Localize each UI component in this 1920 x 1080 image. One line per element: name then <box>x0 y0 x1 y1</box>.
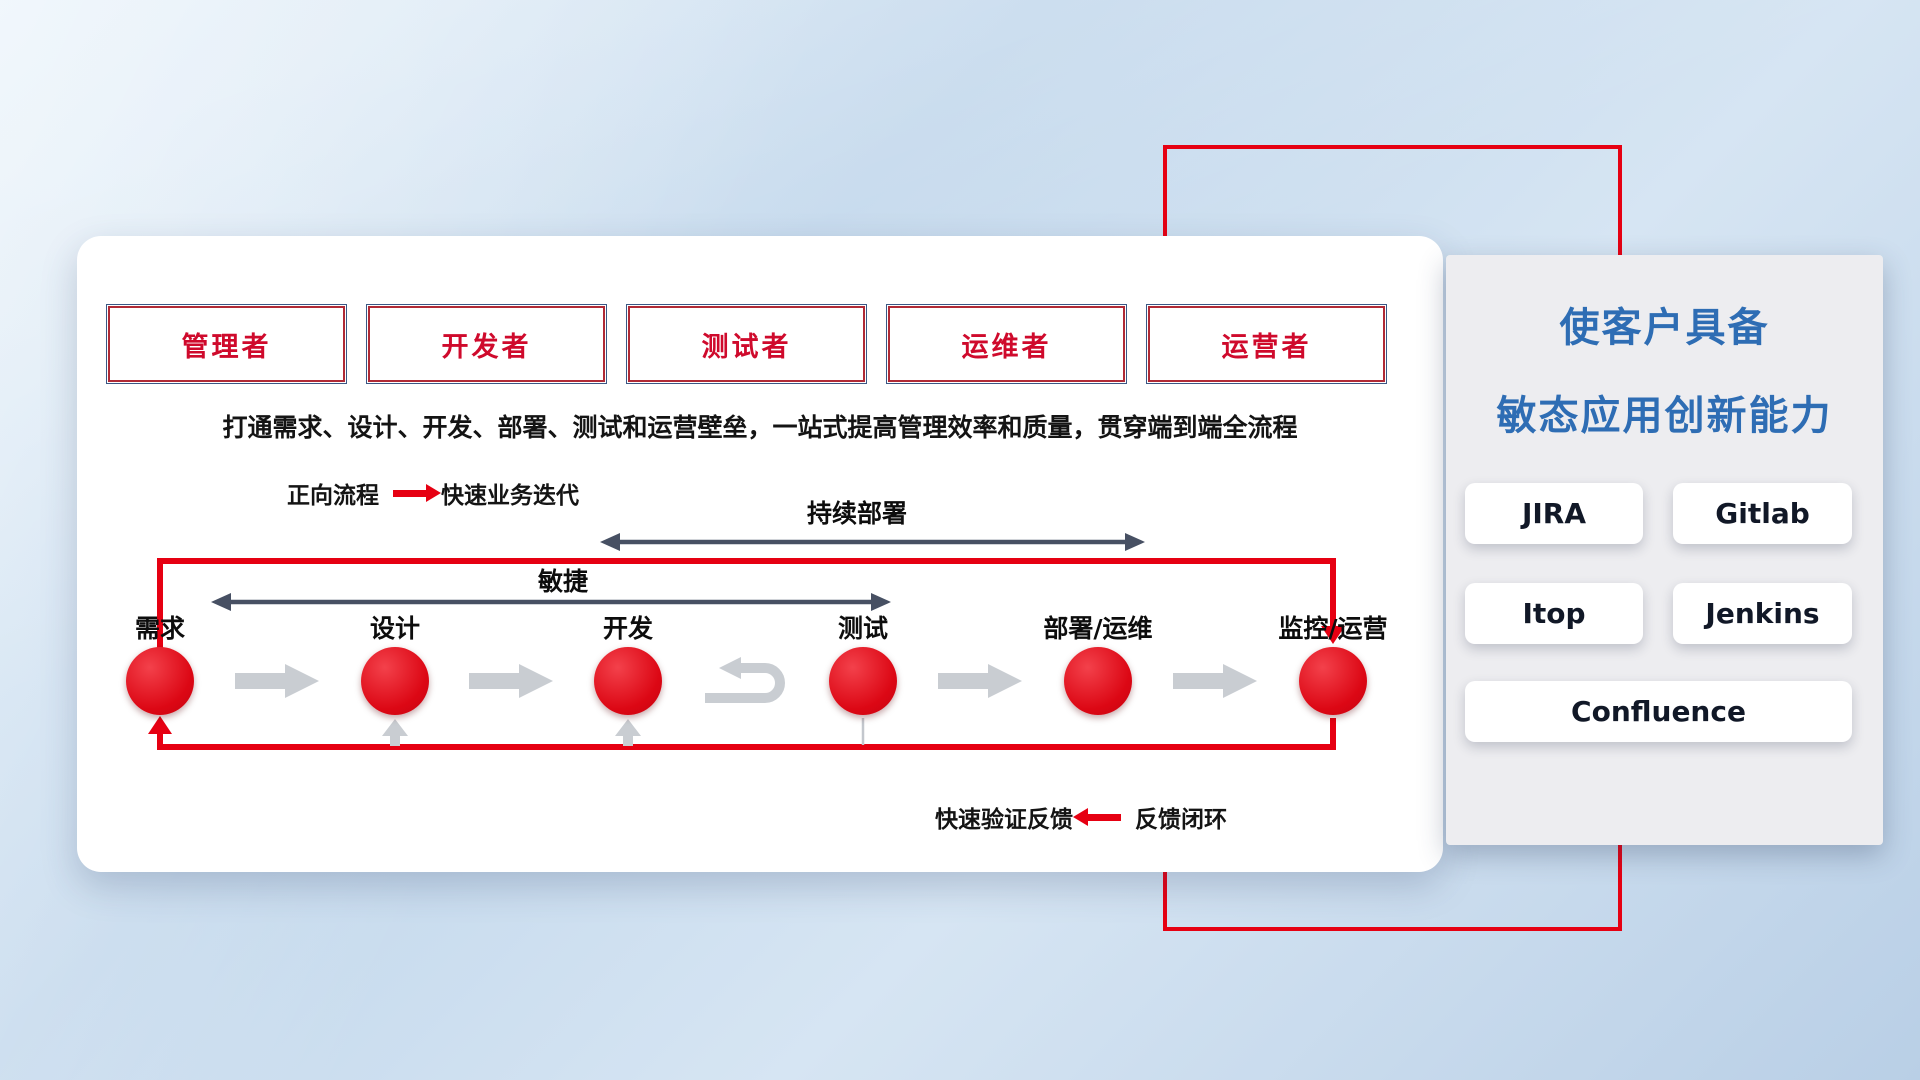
iteration-arrow-icon <box>705 663 785 703</box>
workflow-card: 管理者 开发者 测试者 运维者 运营者 打通需求、设计、开发、部署、测试和运营壁… <box>77 236 1443 872</box>
iteration-arrowhead-icon <box>719 657 741 679</box>
role-box-ops: 运维者 <box>886 304 1127 384</box>
deploy-span-label: 持续部署 <box>806 499 907 528</box>
legend-feedback-value: 快速验证反馈 <box>935 807 1073 833</box>
roles-row: 管理者 开发者 测试者 运维者 运营者 <box>106 304 1387 384</box>
stage-node-deploy-ops: 部署/运维 <box>1023 609 1173 715</box>
workflow-diagram-canvas <box>148 533 1345 750</box>
flow-arrow-icon <box>938 664 1022 698</box>
tool-chip-jenkins: Jenkins <box>1673 583 1852 644</box>
role-box-developer: 开发者 <box>366 304 607 384</box>
role-label: 管理者 <box>181 331 272 363</box>
role-box-tester: 测试者 <box>626 304 867 384</box>
stage-label: 部署/运维 <box>1043 614 1153 643</box>
legend-feedback: 快速验证反馈 反馈闭环 <box>935 800 1227 834</box>
stage-circle <box>829 647 897 715</box>
description-text: 打通需求、设计、开发、部署、测试和运营壁垒，一站式提高管理效率和质量，贯穿端到端… <box>222 413 1298 442</box>
forward-arrow-icon <box>393 483 441 502</box>
capability-panel: 使客户具备 敏态应用创新能力 JIRA Gitlab Itop Jenkins … <box>1446 255 1883 845</box>
flow-arrow-icon <box>469 664 553 698</box>
span-arrow-icon <box>600 533 620 551</box>
feedback-up-arrow-icon <box>382 719 408 746</box>
feedback-up-arrow-icon <box>615 719 641 746</box>
tool-chip-gitlab: Gitlab <box>1673 483 1852 544</box>
panel-title-line2: 敏态应用创新能力 <box>1496 393 1833 439</box>
forward-loop-line <box>157 558 1336 650</box>
legend-forward: 正向流程 快速业务迭代 <box>287 476 579 510</box>
stage-circle <box>594 647 662 715</box>
span-arrow-icon <box>871 593 891 611</box>
span-arrow-icon <box>211 593 231 611</box>
role-label: 开发者 <box>441 331 532 363</box>
stage-node-monitor-operate: 监控/运营 <box>1258 609 1408 715</box>
stage-label: 设计 <box>369 614 420 643</box>
role-box-operator: 运营者 <box>1146 304 1387 384</box>
tool-chip-jira: JIRA <box>1465 483 1643 544</box>
stage-circle <box>1299 647 1367 715</box>
stage-node-testing: 测试 <box>788 609 938 715</box>
flow-arrow-icon <box>1173 664 1257 698</box>
tool-chip-itop: Itop <box>1465 583 1643 644</box>
stage-label: 测试 <box>837 614 888 643</box>
span-arrow-icon <box>1125 533 1145 551</box>
stage-label: 开发 <box>602 614 653 643</box>
role-box-manager: 管理者 <box>106 304 347 384</box>
stage-circle <box>126 647 194 715</box>
stage-node-development: 开发 <box>553 609 703 715</box>
stage-node-design: 设计 <box>320 609 470 715</box>
panel-title-line1: 使客户具备 <box>1559 305 1770 351</box>
stage-circle <box>361 647 429 715</box>
tool-chip-confluence: Confluence <box>1465 681 1852 742</box>
feedback-loop-line <box>157 718 1336 750</box>
feedback-arrow-icon <box>1073 807 1121 826</box>
agile-span-label: 敏捷 <box>537 567 588 596</box>
stage-node-requirements: 需求 <box>85 609 235 715</box>
legend-forward-value: 快速业务迭代 <box>441 483 579 509</box>
legend-feedback-label: 反馈闭环 <box>1135 807 1227 833</box>
stage-label: 需求 <box>134 614 185 643</box>
role-label: 测试者 <box>701 331 792 363</box>
role-label: 运营者 <box>1221 331 1312 363</box>
stage-circle <box>1064 647 1132 715</box>
stage-label: 监控/运营 <box>1278 614 1388 643</box>
role-label: 运维者 <box>961 331 1052 363</box>
feedback-loop-arrowhead-icon <box>148 716 172 734</box>
flow-arrow-icon <box>235 664 319 698</box>
legend-forward-label: 正向流程 <box>287 483 379 509</box>
forward-loop-arrowhead-icon <box>1321 626 1345 644</box>
